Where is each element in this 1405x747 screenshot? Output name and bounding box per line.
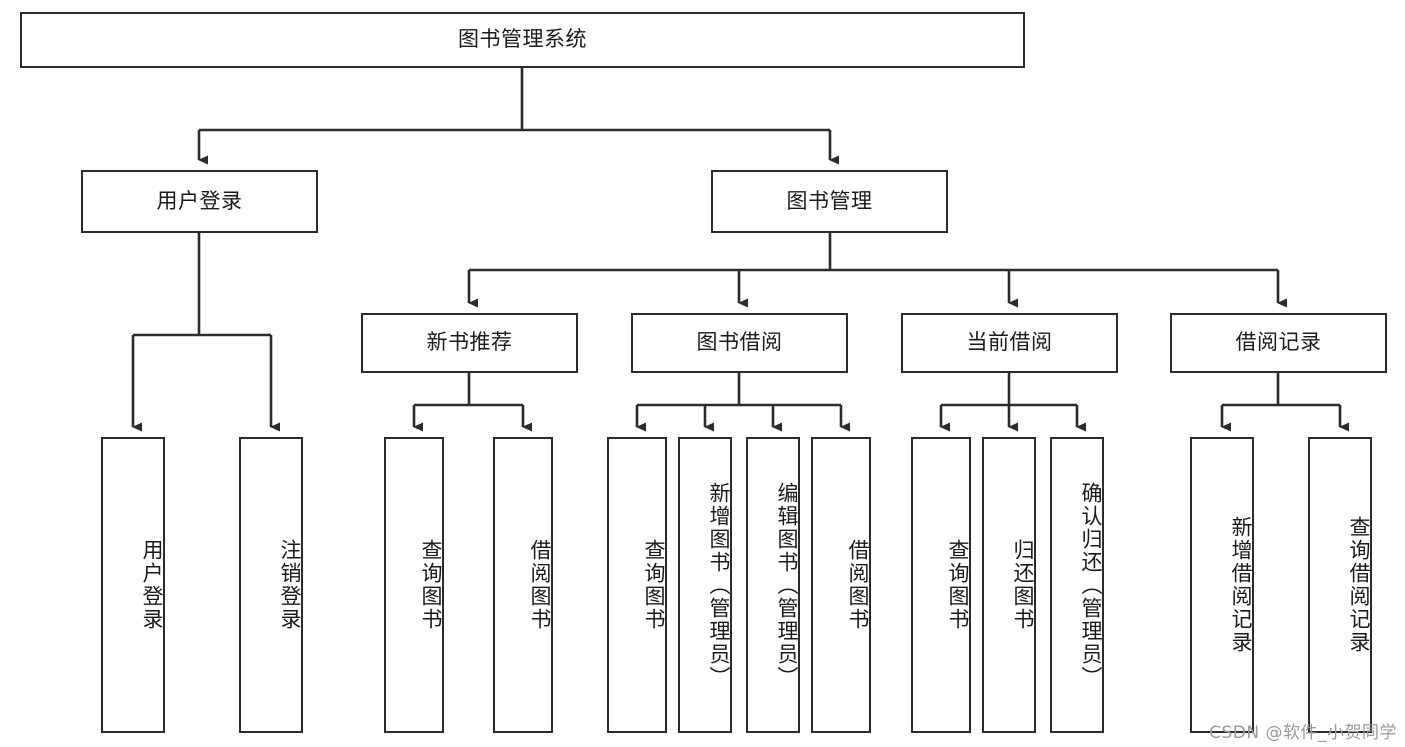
node-leaf-add-book-label: 新增图书（管理员）	[707, 481, 731, 689]
node-leaf-confirm-return[interactable]: 确认归还（管理员）	[1050, 437, 1104, 733]
node-borrow-record-label: 借阅记录	[1235, 330, 1322, 355]
node-leaf-query-book-2-label: 查询图书	[642, 539, 666, 631]
node-leaf-add-record[interactable]: 新增借阅记录	[1190, 437, 1254, 733]
node-leaf-edit-book[interactable]: 编辑图书（管理员）	[746, 437, 800, 733]
node-leaf-add-book[interactable]: 新增图书（管理员）	[678, 437, 732, 733]
node-book-borrow-label: 图书借阅	[696, 330, 783, 355]
node-leaf-query-record-label: 查询借阅记录	[1347, 516, 1371, 654]
node-leaf-query-book-3-label: 查询图书	[946, 539, 970, 631]
node-leaf-borrow-book-2-label: 借阅图书	[846, 539, 870, 631]
node-leaf-query-book-2[interactable]: 查询图书	[607, 437, 667, 733]
node-user-login-label: 用户登录	[156, 188, 243, 213]
node-root-system-label: 图书管理系统	[458, 27, 587, 52]
node-user-login[interactable]: 用户登录	[81, 170, 318, 233]
node-leaf-borrow-book-2[interactable]: 借阅图书	[811, 437, 871, 733]
node-leaf-return-book-label: 归还图书	[1011, 539, 1035, 631]
node-root-system[interactable]: 图书管理系统	[20, 12, 1025, 68]
node-leaf-query-book-1[interactable]: 查询图书	[384, 437, 444, 733]
node-current-borrow[interactable]: 当前借阅	[901, 313, 1118, 373]
node-book-manage-label: 图书管理	[786, 188, 873, 213]
node-leaf-confirm-return-label: 确认归还（管理员）	[1079, 481, 1103, 689]
node-book-borrow[interactable]: 图书借阅	[631, 313, 848, 373]
node-new-book-recommend[interactable]: 新书推荐	[361, 313, 578, 373]
node-book-manage[interactable]: 图书管理	[711, 170, 948, 233]
node-leaf-borrow-book-1-label: 借阅图书	[528, 539, 552, 631]
node-leaf-add-record-label: 新增借阅记录	[1229, 516, 1253, 654]
node-leaf-logout-login-label: 注销登录	[278, 539, 302, 631]
node-new-book-recommend-label: 新书推荐	[426, 330, 513, 355]
node-leaf-borrow-book-1[interactable]: 借阅图书	[493, 437, 553, 733]
node-leaf-return-book[interactable]: 归还图书	[982, 437, 1036, 733]
node-leaf-logout-login[interactable]: 注销登录	[239, 437, 303, 733]
node-leaf-query-book-3[interactable]: 查询图书	[911, 437, 971, 733]
node-leaf-edit-book-label: 编辑图书（管理员）	[775, 481, 799, 689]
node-leaf-query-record[interactable]: 查询借阅记录	[1308, 437, 1372, 733]
csdn-watermark: CSDN @软件_小贺同学	[1209, 723, 1397, 743]
node-leaf-query-book-1-label: 查询图书	[419, 539, 443, 631]
node-leaf-user-login-label: 用户登录	[140, 539, 164, 631]
node-current-borrow-label: 当前借阅	[966, 330, 1053, 355]
node-borrow-record[interactable]: 借阅记录	[1170, 313, 1387, 373]
node-leaf-user-login[interactable]: 用户登录	[101, 437, 165, 733]
